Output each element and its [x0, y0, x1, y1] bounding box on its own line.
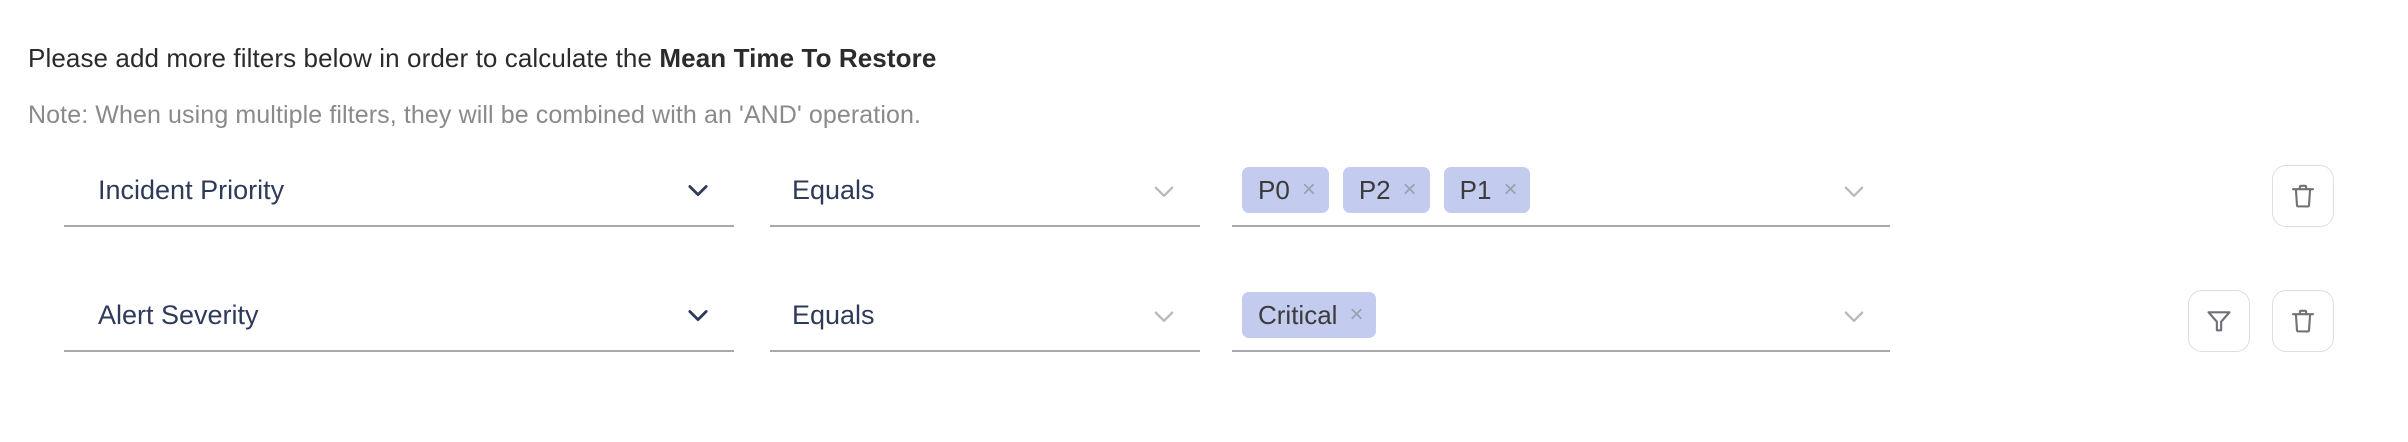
value-tag-label: P0 [1258, 175, 1290, 205]
value-tag-label: P1 [1459, 175, 1492, 205]
remove-value-icon[interactable]: × [1503, 176, 1518, 203]
instruction-metric-name: Mean Time To Restore [659, 43, 937, 73]
selected-values-list: Critical × [1242, 292, 1377, 338]
filter-rows-container: Incident Priority Equals P0 × P2 × [0, 155, 2408, 405]
filter-attribute-select[interactable]: Incident Priority [64, 155, 734, 227]
filter-value-select[interactable]: P0 × P2 × P1 × [1232, 155, 1890, 227]
value-tag[interactable]: P2 × [1342, 167, 1430, 213]
filter-attribute-value: Incident Priority [98, 174, 285, 205]
filter-row: Incident Priority Equals P0 × P2 × [0, 155, 2408, 280]
chevron-down-icon [1154, 186, 1174, 197]
delete-filter-button[interactable] [2272, 165, 2334, 227]
remove-value-icon[interactable]: × [1301, 176, 1316, 203]
value-tag-label: P2 [1358, 175, 1391, 205]
value-tag[interactable]: Critical × [1242, 292, 1377, 338]
filter-attribute-select[interactable]: Alert Severity [64, 280, 734, 352]
selected-values-list: P0 × P2 × P1 × [1242, 167, 1531, 213]
chevron-down-icon [1844, 186, 1864, 197]
value-tag-label: Critical [1258, 300, 1338, 330]
value-tag[interactable]: P0 × [1242, 167, 1329, 213]
chevron-down-icon [688, 310, 708, 322]
value-tag[interactable]: P1 × [1443, 167, 1531, 213]
delete-filter-button[interactable] [2272, 290, 2334, 352]
instruction-prefix-text: Please add more filters below in order t… [28, 43, 660, 73]
remove-value-icon[interactable]: × [1349, 301, 1364, 328]
chevron-down-icon [1154, 311, 1174, 322]
filter-attribute-value: Alert Severity [98, 299, 259, 330]
trash-icon [2291, 184, 2315, 208]
row-actions [2272, 165, 2334, 227]
filter-operator-select[interactable]: Equals [770, 280, 1200, 352]
instruction-note: Note: When using multiple filters, they … [28, 101, 922, 129]
filter-value-select[interactable]: Critical × [1232, 280, 1890, 352]
filter-operator-value: Equals [792, 299, 875, 330]
trash-icon [2291, 309, 2315, 333]
filter-operator-select[interactable]: Equals [770, 155, 1200, 227]
filter-row: Alert Severity Equals Critical × [0, 280, 2408, 405]
add-filter-button[interactable] [2188, 290, 2250, 352]
chevron-down-icon [1844, 311, 1864, 322]
filter-operator-value: Equals [792, 174, 875, 205]
page-instruction: Please add more filters below in order t… [28, 42, 936, 74]
funnel-icon [2207, 311, 2231, 332]
row-actions [2188, 290, 2334, 352]
remove-value-icon[interactable]: × [1402, 176, 1417, 203]
chevron-down-icon [688, 185, 708, 197]
